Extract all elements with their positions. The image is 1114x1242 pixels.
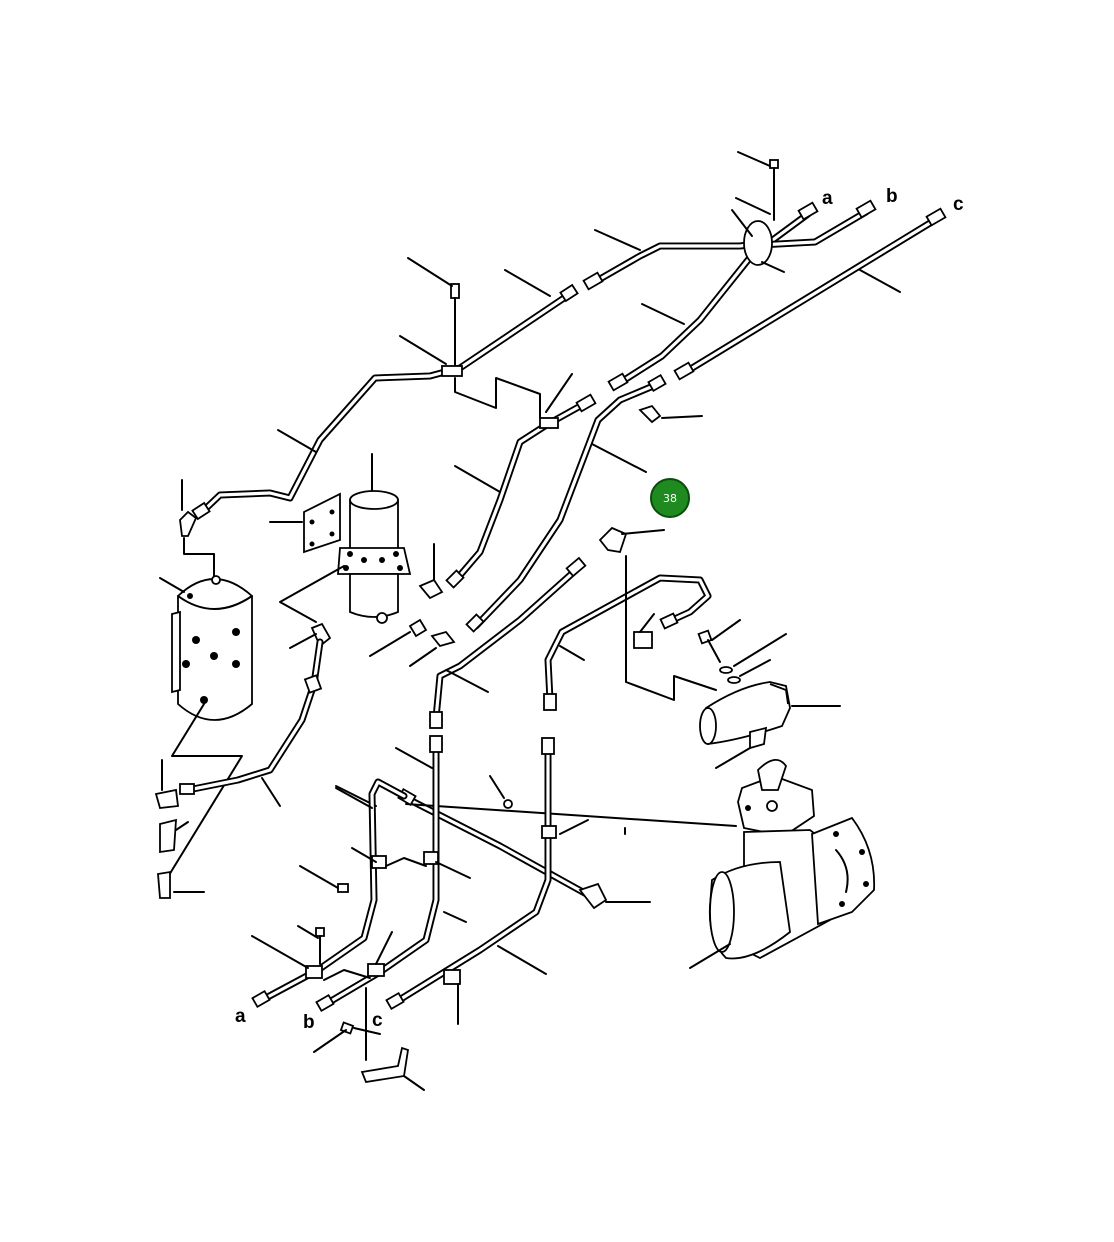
callout-hotspot-label: 38 [663, 492, 677, 505]
end-label-c-bottom: c [372, 1010, 383, 1031]
end-label-a-top: a [822, 188, 833, 209]
left-upper-pipe [191, 257, 579, 521]
air-dryer-unit [269, 453, 456, 667]
end-label-c-top: c [953, 194, 964, 215]
end-labels-top: a b c [822, 186, 964, 215]
middle-pipes [445, 373, 703, 633]
left-lower-pipe [154, 622, 332, 899]
compressor-assembly [689, 619, 876, 969]
upper-pipe-assembly [582, 151, 947, 392]
end-label-a-bottom: a [235, 1006, 246, 1027]
lower-pipe-bundle [251, 735, 737, 1091]
end-label-b-bottom: b [303, 1012, 315, 1033]
right-middle-pipes [429, 526, 717, 729]
end-label-b-top: b [886, 186, 898, 207]
callout-hotspot-38[interactable]: 38 [650, 478, 690, 518]
air-tank [159, 479, 253, 881]
end-labels-bottom: a b c [235, 1006, 383, 1033]
